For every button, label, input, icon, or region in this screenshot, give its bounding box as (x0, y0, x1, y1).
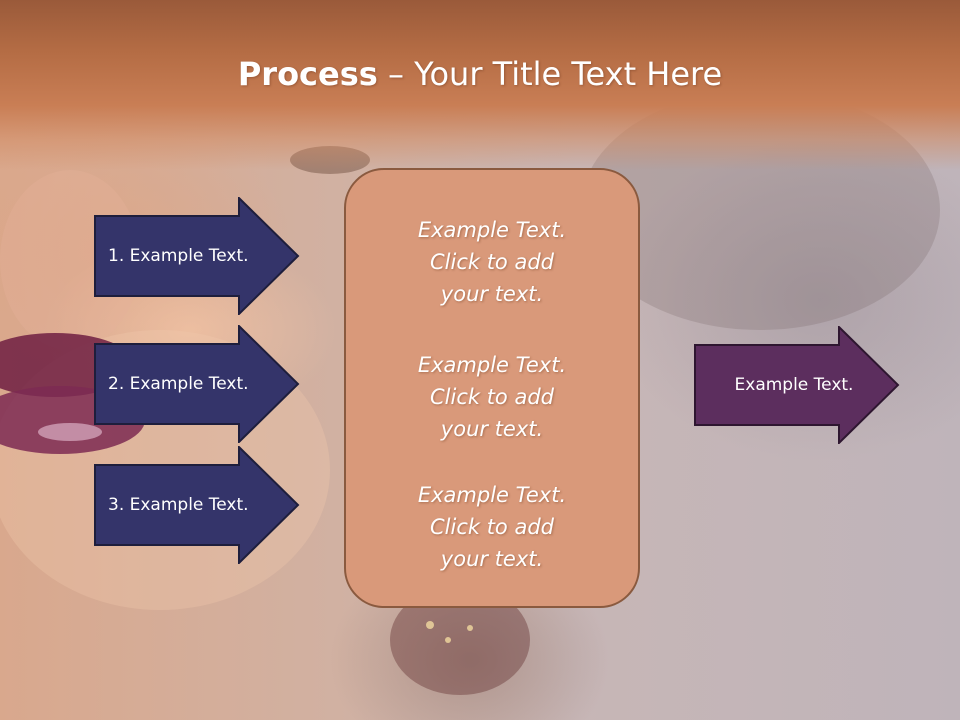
center-text-block-1: Example Text. Click to add your text. (346, 214, 638, 310)
step-arrow-2[interactable]: 2. Example Text. (94, 325, 300, 443)
slide-title[interactable]: Process – Your Title Text Here (0, 48, 960, 100)
center-text-block-3: Example Text. Click to add your text. (346, 479, 638, 575)
center-text-line: your text. (440, 417, 544, 441)
center-text-line: Example Text. (417, 218, 567, 242)
result-arrow[interactable]: Example Text. (694, 326, 900, 444)
center-text-line: Example Text. (417, 353, 567, 377)
arrow-shape (694, 326, 900, 444)
earring-sparkle (445, 637, 451, 643)
title-rest: – Your Title Text Here (377, 55, 723, 93)
step-arrow-label: 1. Example Text. (108, 246, 249, 266)
title-band (0, 0, 960, 170)
center-text-line: your text. (440, 547, 544, 571)
center-text-box[interactable]: Example Text. Click to add your text. Ex… (344, 168, 640, 608)
center-text-line: Click to add (429, 385, 554, 409)
step-arrow-label: 3. Example Text. (108, 495, 249, 515)
step-arrow-1[interactable]: 1. Example Text. (94, 197, 300, 315)
result-arrow-label: Example Text. (734, 375, 854, 395)
center-text-line: Example Text. (417, 483, 567, 507)
earring-glow (390, 585, 530, 695)
center-text-block-2: Example Text. Click to add your text. (346, 349, 638, 445)
arrow-shape (94, 446, 300, 564)
title-bold: Process (237, 55, 378, 93)
arrow-shape (94, 325, 300, 443)
lips-shine (38, 423, 102, 441)
center-text-line: Click to add (429, 250, 554, 274)
center-text-line: Click to add (429, 515, 554, 539)
center-text-line: your text. (440, 282, 544, 306)
earring-sparkle (467, 625, 473, 631)
step-arrow-label: 2. Example Text. (108, 374, 249, 394)
arrow-shape (94, 197, 300, 315)
earring-sparkle (426, 621, 434, 629)
step-arrow-3[interactable]: 3. Example Text. (94, 446, 300, 564)
